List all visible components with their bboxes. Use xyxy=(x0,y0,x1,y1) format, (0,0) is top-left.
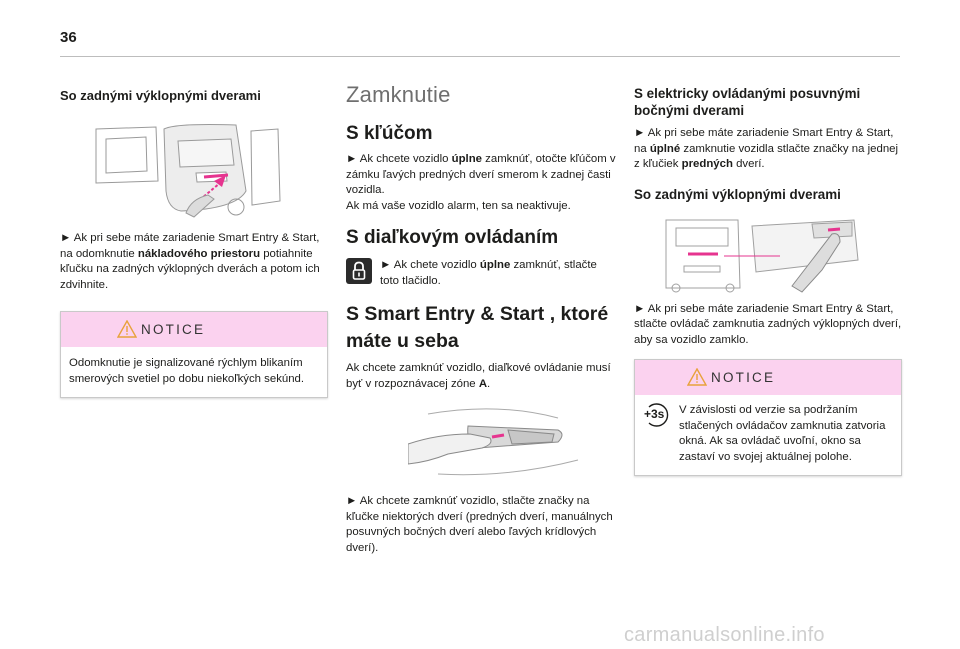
page-number: 36 xyxy=(60,29,77,46)
notice-body: Odomknutie je signalizované rýchlym blik… xyxy=(61,347,327,397)
sliding-door-text: ► Ak pri sebe máte zariadenie Smart Entr… xyxy=(634,126,902,173)
text-bold: nákladového priestoru xyxy=(137,247,261,260)
notice-box: NOTICE +3s V závislosti od verzie sa pod… xyxy=(634,359,902,476)
text-run: . xyxy=(487,377,491,390)
notice-text-part: V závislosti od verzie sa podržaním stla… xyxy=(679,403,893,465)
notice-header: NOTICE xyxy=(635,360,901,395)
section-title: Zamknutie xyxy=(346,82,451,107)
tailgate-lock-illustration xyxy=(665,218,859,293)
text-run: dverí. xyxy=(732,158,765,170)
text-bold: predných xyxy=(681,158,733,170)
text-run: zamknúť, stlačte toto tlačidlo. xyxy=(380,259,597,287)
notice-header: NOTICE xyxy=(61,312,327,347)
text-bold: úplne xyxy=(479,259,511,271)
text-run: zamknutie vozidla stlačte značky na jedn… xyxy=(634,142,899,171)
key-instruction: ► Ak chcete vozidlo úplne zamknúť, otočt… xyxy=(346,152,616,199)
text-run: ► Ak chcete vozidlo xyxy=(346,153,452,165)
watermark: carmanualsonline.info xyxy=(624,624,825,646)
notice-text: V závislosti od verzie sa podržaním stla… xyxy=(679,404,886,463)
lock-icon xyxy=(346,258,372,284)
text-run: ► Ak chete vozidlo xyxy=(380,259,480,271)
sliding-door-heading: S elektricky ovládanými posuvnými bočným… xyxy=(634,86,861,118)
text-bold: úplné xyxy=(649,142,681,155)
notice-title: NOTICE xyxy=(141,322,206,337)
smart-entry-heading: S Smart Entry & Start , ktoré máte u seb… xyxy=(346,303,609,352)
warning-icon xyxy=(687,368,707,386)
text-run: potiahnite kľučku na zadných výklopných … xyxy=(60,247,320,291)
text-bold: úplne xyxy=(451,153,482,165)
column-left: So zadnými výklopnými dverami ► Ak pri s… xyxy=(60,82,328,398)
smart-entry-text: Ak chcete zamknúť vozidlo, diaľkové ovlá… xyxy=(346,361,616,392)
text-run: ► Ak pri sebe máte zariadenie Smart Entr… xyxy=(60,232,320,260)
door-handle-illustration xyxy=(408,408,579,476)
tailgate-illustration xyxy=(95,124,281,218)
notice-box: NOTICE Odomknutie je signalizované rýchl… xyxy=(60,311,328,398)
tailgate-instruction: ► Ak pri sebe máte zariadenie Smart Entr… xyxy=(60,231,328,293)
column-right: S elektricky ovládanými posuvnými bočným… xyxy=(634,82,902,476)
remote-heading: S diaľkovým ovládaním xyxy=(346,227,559,248)
notice-title: NOTICE xyxy=(711,370,776,385)
remote-instruction-row: ► Ak chete vozidlo úplne zamknúť, stlačt… xyxy=(346,258,616,289)
text-run: ► Ak pri sebe máte zariadenie Smart Entr… xyxy=(634,127,894,155)
key-heading: S kľúčom xyxy=(346,123,433,144)
top-divider xyxy=(60,56,900,57)
notice-text: Odomknutie je signalizované rýchlym blik… xyxy=(69,357,305,385)
text-run: zamknúť, otočte kľúčom v zámku ľavých pr… xyxy=(346,153,616,196)
warning-icon xyxy=(117,320,137,338)
text-bold: A xyxy=(478,377,488,390)
text-run: Ak chcete zamknúť vozidlo, diaľkové ovlá… xyxy=(346,362,611,390)
remote-instruction: ► Ak chete vozidlo úplne zamknúť, stlačt… xyxy=(380,258,616,289)
tailgate-lock-text: ► Ak pri sebe máte zariadenie Smart Entr… xyxy=(634,302,902,346)
notice-body: +3s V závislosti od verzie sa podržaním … xyxy=(635,395,901,475)
tailgate-lock-heading: So zadnými výklopnými dverami xyxy=(634,186,841,202)
tailgate-heading: So zadnými výklopnými dverami xyxy=(60,88,261,103)
timer-3s-icon: +3s xyxy=(643,401,675,429)
handle-instruction: ► Ak chcete zamknúť vozidlo, stlačte zna… xyxy=(346,495,613,554)
key-alarm-note: Ak má vaše vozidlo alarm, ten sa neaktiv… xyxy=(346,199,571,212)
column-middle: Zamknutie S kľúčom ► Ak chcete vozidlo ú… xyxy=(346,82,616,556)
